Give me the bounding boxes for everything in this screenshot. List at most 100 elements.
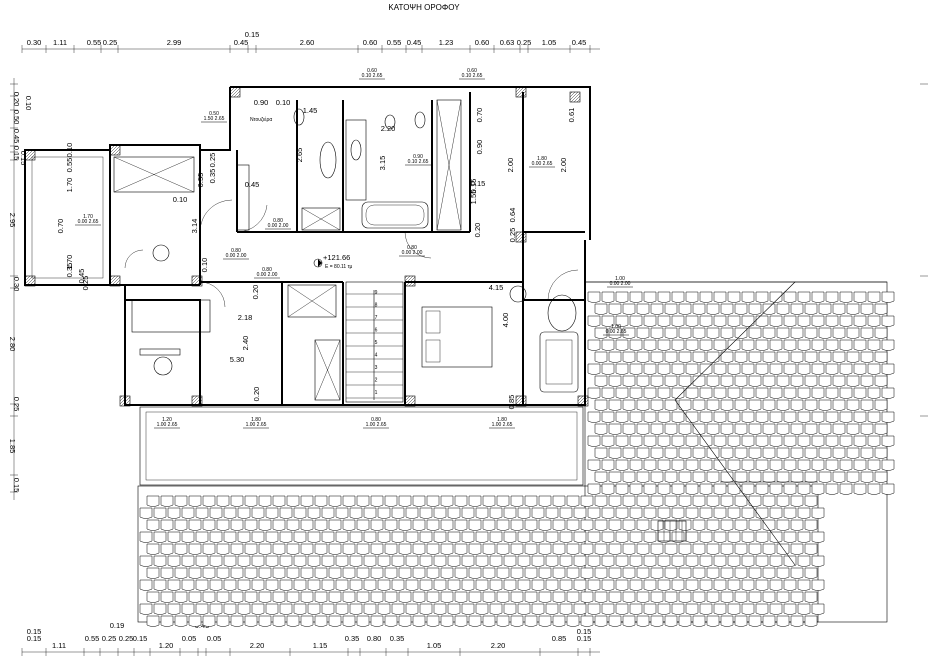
roof-tile (244, 591, 258, 603)
roof-tile (874, 471, 888, 483)
column (109, 275, 121, 287)
roof-tile (468, 519, 482, 531)
roof-tile (594, 543, 608, 555)
roof-tile (237, 555, 251, 567)
roof-tile (664, 303, 678, 315)
roof-tile (720, 327, 734, 339)
roof-tile (412, 519, 426, 531)
roof-tile (699, 531, 713, 543)
window-tag-height: 0.00 2.65 (532, 161, 553, 167)
roof-tile (391, 603, 405, 615)
roof-tile (671, 483, 685, 495)
roof-tile (678, 327, 692, 339)
roof-tile (174, 615, 188, 627)
window-tag: 1.000.00 2.00 (607, 276, 633, 288)
top-dim-label: 0.25 (517, 38, 532, 47)
roof-tile (636, 423, 650, 435)
stair-step-number: 8 (375, 303, 378, 309)
roof-tile (734, 543, 748, 555)
roof-tile (524, 615, 538, 627)
roof-tile (846, 303, 860, 315)
roof-tile (818, 447, 832, 459)
interior-dim-label: 1.70 (65, 178, 74, 193)
roof-tile (496, 591, 510, 603)
roof-tile (643, 531, 657, 543)
interior-dim-label: 0.90 (254, 98, 269, 107)
roof-tile (230, 495, 244, 507)
roof-tile (853, 435, 867, 447)
roof-tile (615, 435, 629, 447)
roof-tile (678, 423, 692, 435)
roof-tile (755, 339, 769, 351)
roof-tile (286, 591, 300, 603)
roof-tile (209, 507, 223, 519)
roof-tile (720, 351, 734, 363)
roof-tile (671, 339, 685, 351)
column (404, 395, 416, 407)
roof-tile (832, 447, 846, 459)
roof-tile (594, 471, 608, 483)
roof-tile (615, 555, 629, 567)
roof-tile (825, 483, 839, 495)
roof-tile (727, 483, 741, 495)
roof-tile (650, 567, 664, 579)
interior-dim-label: 0.10 (65, 143, 74, 158)
roof-tile (748, 303, 762, 315)
roof-tile (636, 471, 650, 483)
roof-tile (587, 531, 601, 543)
roof-tile (832, 327, 846, 339)
roof-tile (755, 291, 769, 303)
roof-tile (615, 531, 629, 543)
roof-tile (342, 567, 356, 579)
roof-tile (755, 555, 769, 567)
window-tag-height: 0.10 2.65 (362, 73, 383, 79)
roof-tile (587, 315, 601, 327)
window-tag-width: 0.60 (367, 68, 377, 74)
interior-dim-label: 3.14 (190, 219, 199, 234)
roof-tile (685, 411, 699, 423)
roof-tile (377, 531, 391, 543)
roof-tile (608, 567, 622, 579)
roof-tile (146, 543, 160, 555)
roof-tile (202, 519, 216, 531)
roof-tile (867, 315, 881, 327)
roof-tile (860, 447, 874, 459)
left-dim-label: 0.15 (19, 151, 28, 166)
roof-tile (825, 315, 839, 327)
roof-tile (762, 615, 776, 627)
left-dim-label: 0.20 (12, 92, 21, 107)
roof-tile (769, 483, 783, 495)
roof-tile (251, 507, 265, 519)
roof-tile (510, 519, 524, 531)
roof-tile (811, 579, 825, 591)
roof-tile (804, 327, 818, 339)
roof-tile (468, 495, 482, 507)
roof-tile (461, 603, 475, 615)
roof-tile (734, 375, 748, 387)
roof-tile (426, 495, 440, 507)
roof-tile (706, 375, 720, 387)
roof-tile (678, 495, 692, 507)
roof-tile (587, 411, 601, 423)
roof-tile (643, 315, 657, 327)
roof-tile (244, 615, 258, 627)
roof-tile (230, 543, 244, 555)
roof-tile (202, 591, 216, 603)
roof-tile (622, 423, 636, 435)
interior-dim-label: 0.25 (81, 276, 90, 291)
roof-tile (314, 519, 328, 531)
roof-tile (853, 459, 867, 471)
roof-tile (867, 291, 881, 303)
roof-tile (279, 603, 293, 615)
roof-tile (692, 351, 706, 363)
roof-tile (349, 555, 363, 567)
roof-tile (503, 603, 517, 615)
roof-tile (209, 555, 223, 567)
roof-tile (699, 483, 713, 495)
roof-tile (685, 459, 699, 471)
roof-tile (657, 435, 671, 447)
interior-dim-label: 0.10 (173, 195, 188, 204)
roof-tile (699, 507, 713, 519)
interior-dim-label: 0.55 (196, 173, 205, 188)
roof-tile (713, 483, 727, 495)
